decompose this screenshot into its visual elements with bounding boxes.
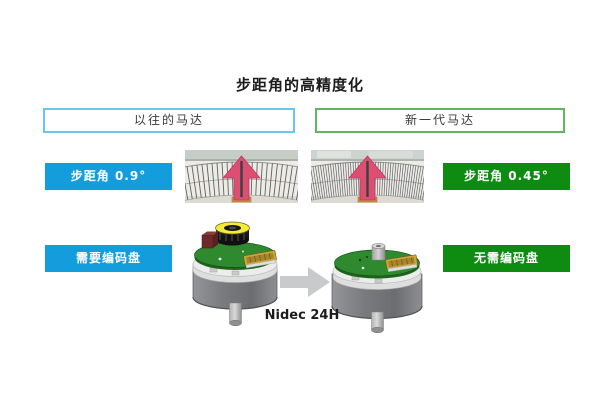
up-arrow-icon (348, 155, 387, 201)
encoder-sensor-block (201, 231, 218, 249)
label-step-angle-new: 步距角 0.45° (443, 163, 570, 190)
pcb-connector (243, 250, 277, 269)
label-encoder-not-needed: 无需编码盘 (443, 245, 570, 272)
motor-with-encoder-illustration (192, 221, 278, 327)
dial-photo-new (311, 150, 424, 203)
right-arrow-icon (280, 267, 330, 297)
pcb-connector (385, 254, 418, 272)
dial-photo-conventional (185, 150, 298, 203)
shaft-stub (371, 243, 386, 261)
column-header-conventional: 以往的马达 (43, 108, 295, 133)
motor-without-encoder-illustration (331, 243, 423, 334)
page-title: 步距角的高精度化 (235, 76, 364, 94)
up-arrow-icon (222, 155, 261, 201)
column-header-new: 新一代马达 (315, 108, 565, 133)
product-caption: Nidec 24H (264, 308, 340, 323)
label-encoder-required: 需要编码盘 (45, 245, 172, 272)
label-step-angle-conventional: 步距角 0.9° (45, 163, 172, 190)
